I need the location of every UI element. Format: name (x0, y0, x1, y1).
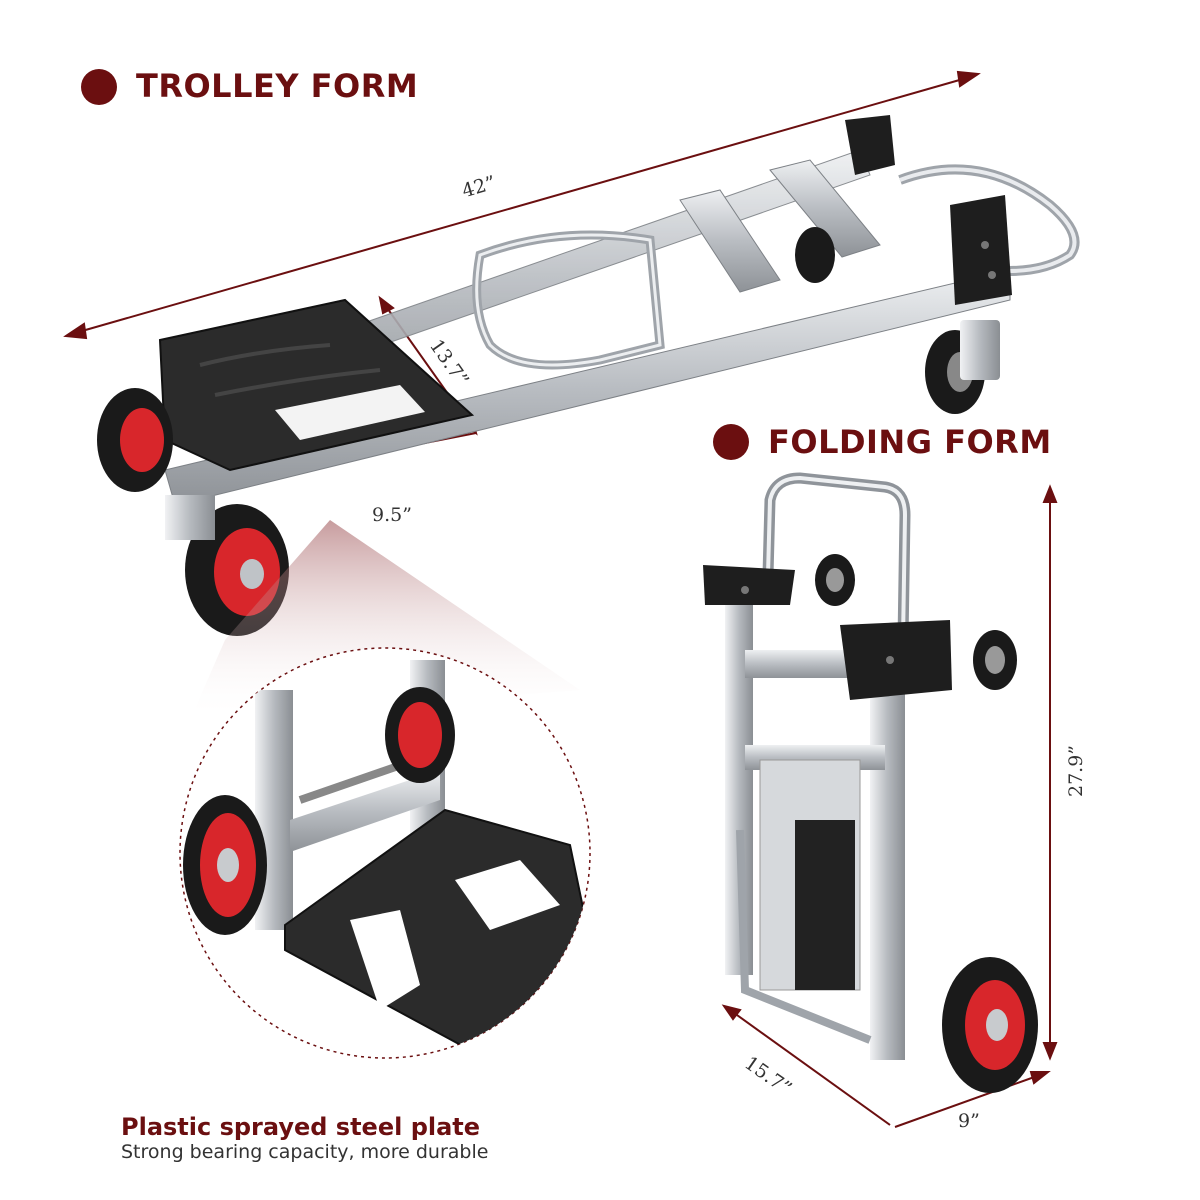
zoom-cone (190, 520, 580, 720)
folded-depth-dimension-arrow (721, 1004, 891, 1126)
caption-subtitle: Strong bearing capacity, more durable (121, 1141, 489, 1163)
folded-height-dimension-arrow (1042, 484, 1058, 1061)
caption-title: Plastic sprayed steel plate (121, 1113, 481, 1141)
plate-width-label: 9.5” (372, 504, 412, 526)
trolley-form-cart (97, 115, 1080, 636)
zoom-detail-plate (183, 660, 590, 1052)
folded-width-dimension-arrow (894, 1071, 1051, 1128)
folding-form-bullet (713, 424, 749, 460)
length-dimension-arrow (63, 70, 981, 340)
folding-form-heading: FOLDING FORM (768, 423, 1052, 461)
folded-width-label: 9” (958, 1110, 980, 1132)
folded-height-label: 27.9” (1065, 744, 1088, 798)
folding-form-cart (703, 472, 1038, 1093)
trolley-form-bullet (81, 69, 117, 105)
trolley-form-heading: TROLLEY FORM (136, 67, 419, 105)
